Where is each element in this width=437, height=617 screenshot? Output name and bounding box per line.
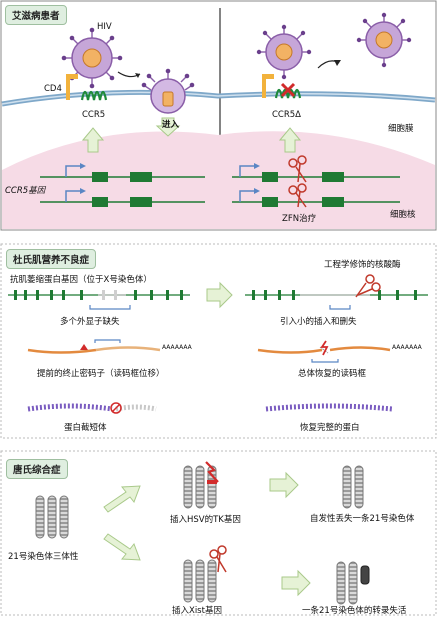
cd4-receptor-left — [66, 74, 78, 100]
panel-dmd: 杜氏肌营养不良症 抗肌萎缩蛋白基因（位于X号染色体） 多个外显子缺失 工程学修饰… — [0, 243, 437, 440]
trisomy-label: 21号染色体三体性 — [8, 552, 79, 562]
dystrophin-gene-label: 抗肌萎缩蛋白基因（位于X号染色体） — [10, 275, 152, 285]
down-illustration — [0, 450, 437, 616]
arrow-down-entry — [155, 117, 181, 137]
ccr5-gene-right — [232, 163, 400, 207]
arrow-to-silencing — [281, 569, 311, 597]
hiv-illustration — [0, 0, 437, 231]
arrow-to-tk — [103, 485, 141, 513]
dystrophin-gene-left — [8, 290, 190, 310]
panel-hiv-border — [0, 0, 437, 231]
ccr5-delta-receptor — [274, 88, 302, 99]
nuclease-label: 工程学修饰的核酸酶 — [324, 260, 401, 270]
nucleus-label: 细胞核 — [390, 210, 416, 220]
stop-codon-icon — [80, 344, 88, 350]
nucleus-area — [2, 131, 435, 229]
hiv-virus-blocked — [256, 24, 312, 80]
hiv-label: HIV — [97, 22, 112, 32]
panel-down-border — [0, 450, 437, 616]
cd4-label: CD4 — [44, 84, 62, 94]
silencing-label: 一条21号染色体的转录失活 — [302, 606, 407, 616]
dystrophin-gene-right — [245, 290, 428, 310]
panel-down: 唐氏综合症 21号染色体三体性 插入HSV的TK基因 自发性丢失一条21号染色体… — [0, 450, 437, 617]
trisomy-chromosomes — [35, 495, 69, 539]
restored-protein — [265, 403, 393, 412]
tk-insert-label: 插入HSV的TK基因 — [170, 515, 241, 525]
dmd-title-tag: 杜氏肌营养不良症 — [6, 249, 97, 269]
arrow-up-right — [278, 127, 302, 153]
truncated-protein-label: 蛋白截短体 — [64, 423, 107, 433]
down-title-tag: 唐氏综合症 — [6, 459, 68, 479]
hiv-virus-left — [61, 27, 123, 89]
zfn-label: ZFN治疗 — [282, 214, 317, 224]
ccr5-gene-label: CCR5基因 — [5, 186, 46, 196]
xist-chromosomes — [183, 545, 227, 603]
silenced-chromosomes — [336, 561, 370, 605]
arrow-to-loss — [269, 471, 299, 499]
ccr5-delta-label: CCR5Δ — [272, 110, 301, 120]
ccr5-gene-left — [40, 163, 205, 207]
block-mark — [280, 82, 296, 98]
lightning-icon — [205, 461, 219, 483]
spontaneous-loss-label: 自发性丢失一条21号染色体 — [310, 514, 415, 524]
lightning-icon — [320, 340, 329, 356]
stop-codon-label: 提前的终止密码子（读码框位移） — [37, 369, 165, 379]
hiv-virus-fusing — [141, 68, 195, 114]
xist-insert-label: 插入Xist基因 — [172, 606, 222, 616]
mrna-right — [257, 340, 391, 363]
zfn-scissors-icon — [288, 155, 307, 208]
cd4-receptor-right — [262, 74, 274, 98]
nuclease-scissors-icon — [355, 274, 381, 298]
truncated-protein — [27, 402, 157, 414]
polya-right: AAAAAAA — [392, 344, 422, 351]
no-entry-icon — [110, 402, 122, 414]
entry-label: 进入 — [162, 120, 180, 130]
indel-label: 引入小的插入和删失 — [280, 317, 357, 327]
restored-frame-label: 总体恢复的读码框 — [298, 369, 367, 379]
ccr5-label: CCR5 — [82, 110, 106, 120]
tk-chromosomes — [183, 461, 219, 509]
panel-hiv: 艾滋病患者 HIV CD4 CCR5 进入 CCR5Δ 细胞膜 CCR5基因 Z… — [0, 0, 437, 232]
panel-dmd-border — [0, 243, 437, 439]
hiv-virus-free — [356, 12, 412, 68]
exon-deletion-label: 多个外显子缺失 — [60, 317, 120, 327]
scissors-icon — [209, 545, 227, 573]
ccr5-receptor-left — [80, 90, 108, 101]
dmd-illustration — [0, 243, 437, 439]
arrow-gene-repair — [206, 281, 233, 309]
polya-left: AAAAAAA — [162, 344, 192, 351]
arrow-to-xist — [103, 533, 141, 561]
hiv-title-tag: 艾滋病患者 — [5, 5, 67, 25]
disomy-chromosomes — [342, 465, 364, 509]
restored-protein-label: 恢复完整的蛋白 — [300, 423, 360, 433]
membrane-label: 细胞膜 — [388, 124, 414, 134]
arrow-up-left — [81, 127, 105, 153]
mrna-left — [27, 339, 161, 354]
